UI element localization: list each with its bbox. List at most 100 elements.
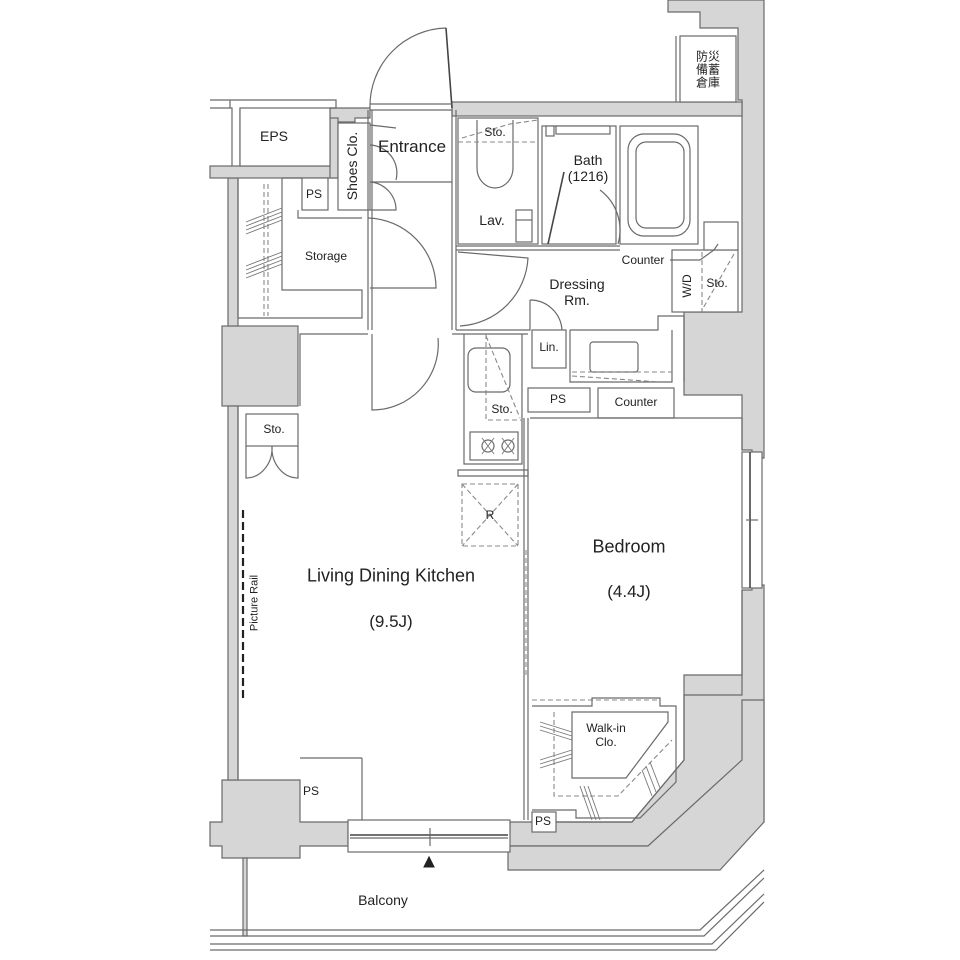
left-wall-lower [227, 405, 239, 781]
kitchen-storage-dashed [485, 334, 522, 421]
walk-in-closet-inner [571, 711, 669, 779]
left-wall-upper [227, 177, 239, 327]
burner-right [501, 439, 515, 453]
storage-outline [237, 177, 363, 319]
walk-in-closet-label: Walk-in Clo. [586, 721, 626, 750]
bath-fixture-a [545, 125, 555, 137]
walk-in-outline [532, 697, 677, 819]
bedroom-label: Bedroom [592, 536, 666, 557]
eps-outline [210, 99, 337, 166]
ldk-label: Living Dining Kitchen [306, 565, 476, 586]
bathtub [627, 133, 691, 237]
picture-rail-label: Picture Rail [248, 574, 261, 632]
lavatory-label: Lav. [479, 211, 505, 228]
vanity-sink [589, 341, 639, 373]
bedroom-size: (4.4J) [607, 582, 651, 602]
eps-label: EPS [259, 127, 289, 144]
disaster-storage-label: 防災 備蓄 倉庫 [695, 49, 721, 90]
linen-closet [531, 329, 567, 369]
bathtub-frame [619, 125, 699, 245]
left-column-bottom [209, 779, 349, 859]
shoes-closet-wall [329, 117, 339, 179]
walk-in-hatching [539, 721, 661, 821]
walk-in-title-2: Clo. [595, 735, 617, 749]
washer-dryer-label: W/D [680, 274, 695, 298]
dressing-room-label: Dressing Rm. [549, 276, 604, 308]
counter-leader-2 [699, 243, 719, 261]
shoes-closet [337, 122, 371, 211]
disaster-storage-line3: 倉庫 [695, 75, 721, 90]
ps-bottom-right-label: PS [534, 814, 552, 829]
counter-dressing-label: Counter [621, 253, 665, 268]
balcony-post [242, 857, 248, 937]
ldk-size: (9.5J) [369, 612, 413, 632]
vanity-dashed [571, 371, 672, 383]
counter-bedroom-label: Counter [614, 395, 658, 410]
ps-mid-label: PS [549, 392, 567, 407]
toilet-storage-label: Sto. [484, 125, 506, 140]
ldk-door [371, 334, 439, 411]
left-column-mid [221, 325, 299, 407]
counter-bedroom-box [597, 387, 675, 419]
ps-bottom-left-label: PS [302, 784, 320, 799]
ldk-storage-label: Sto. [263, 422, 285, 437]
storage-door [367, 217, 437, 289]
bath-title: Bath [573, 151, 603, 168]
kitchen-counter-edge [457, 469, 529, 477]
ps-top-label: PS [305, 187, 323, 202]
eps-room [239, 107, 331, 167]
ps-mid-box [527, 387, 591, 413]
bath-room [541, 125, 617, 245]
bath-size: (1216) [567, 168, 609, 184]
disaster-storage-line1: 防災 [695, 49, 721, 64]
entry-arrow-icon: ▲ [419, 850, 439, 873]
bath-door [547, 171, 565, 245]
disaster-storage-line2: 備蓄 [695, 62, 721, 77]
wd-upper-box [703, 221, 739, 251]
balcony-rail-4 [210, 901, 765, 951]
balcony-rail-2 [210, 877, 765, 937]
ps-top-box [301, 177, 329, 211]
kitchen-storage-label: Sto. [491, 402, 513, 417]
entrance-door-leaf [445, 27, 453, 109]
kitchen-sink [467, 347, 511, 393]
balcony-label: Balcony [358, 891, 408, 908]
walk-in-title: Walk-in [586, 721, 626, 736]
walk-in-rail [553, 712, 673, 797]
vanity-counter [569, 315, 685, 383]
toilet-icon [476, 120, 514, 189]
storage-label: Storage [304, 249, 348, 264]
shoes-closet-label: Shoes Clo. [343, 131, 360, 201]
balcony-rail-1 [210, 869, 765, 931]
linen-door [456, 299, 563, 331]
ldk-outline [237, 333, 528, 780]
ps-bottom-right-box [531, 811, 557, 833]
kitchen-counter [463, 334, 523, 465]
shoes-closet-doors [369, 124, 452, 211]
linen-label: Lin. [539, 340, 559, 355]
refrigerator-label: R [485, 508, 495, 523]
toilet-storage-dashed [458, 119, 539, 143]
disaster-storage-room [679, 35, 737, 103]
bedroom-outline [530, 417, 743, 823]
refrigerator-space [461, 483, 519, 547]
ldk-storage-box [245, 413, 299, 447]
wd-diagonal [701, 253, 735, 311]
bath-fixture-b [555, 125, 611, 135]
storage-hatching [245, 207, 283, 279]
dressing-title-2: Rm. [564, 292, 590, 308]
burner-grates [481, 437, 515, 455]
top-wall-right [451, 101, 743, 117]
ldk-storage-doors [245, 445, 299, 479]
lav-sink [515, 209, 533, 243]
bathtub-inner [635, 141, 685, 229]
wd-storage-label: Sto. [706, 276, 728, 291]
balcony-rail-3 [210, 893, 765, 945]
dressing-door [457, 251, 529, 327]
bath-label: Bath (1216) [568, 152, 608, 184]
balcony-door [347, 819, 511, 853]
entrance-door-swing [369, 27, 447, 109]
burner-left [481, 439, 495, 453]
entrance-label: Entrance [377, 137, 447, 157]
